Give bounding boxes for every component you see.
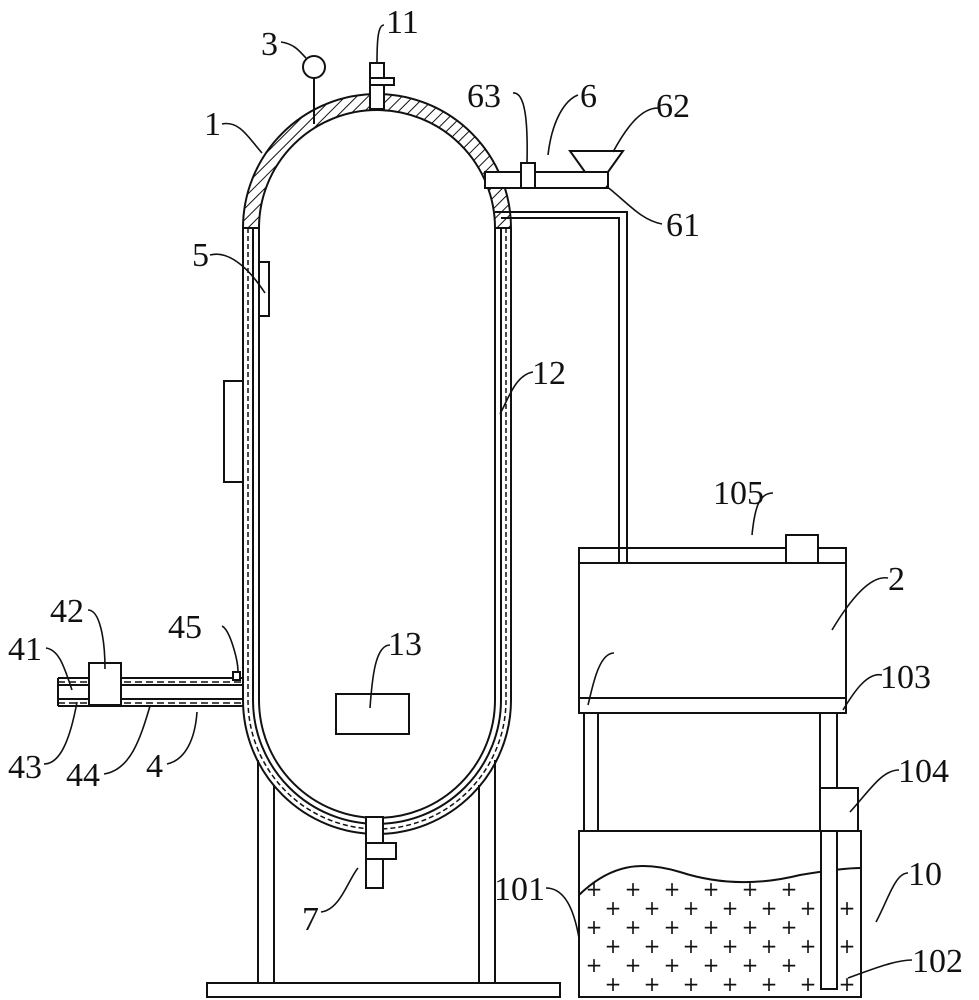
- tank-fitting: [785, 534, 819, 564]
- fill-plus-mark: +: [644, 934, 661, 958]
- label-dip-tube: 102: [912, 943, 963, 980]
- fill-plus-mark: +: [761, 934, 778, 958]
- fill-plus-mark: +: [761, 972, 778, 996]
- fill-plus-mark: +: [625, 915, 642, 939]
- base-box: ++++++++++++++++++++++++++++++++++++++++…: [578, 830, 862, 998]
- leader-lines: [43, 24, 913, 979]
- fill-plus-mark: +: [800, 972, 817, 996]
- side-pipe: [57, 662, 243, 707]
- fill-plus-mark: +: [781, 915, 798, 939]
- label-tank: 2: [888, 561, 905, 598]
- fill-plus-mark: +: [625, 877, 642, 901]
- label-vessel: 1: [204, 106, 221, 143]
- fill-plus-mark: +: [742, 877, 759, 901]
- fill-plus-mark: +: [839, 934, 856, 958]
- fill-plus-mark: +: [644, 972, 661, 996]
- label-pump: 104: [898, 753, 949, 790]
- fill-plus-mark: +: [800, 934, 817, 958]
- fill-plus-mark: +: [703, 953, 720, 977]
- label-side-panel: 5: [192, 237, 209, 274]
- pipe-valve: [88, 662, 122, 706]
- base-plate: [206, 982, 561, 998]
- fill-plus-mark: +: [664, 915, 681, 939]
- fill-plus-mark: +: [742, 915, 759, 939]
- fill-plus-mark: +: [683, 896, 700, 920]
- fill-plus-mark: +: [839, 896, 856, 920]
- inner-plate: [335, 693, 410, 735]
- fill-pattern: ++++++++++++++++++++++++++++++++++++++++…: [586, 877, 856, 996]
- label-feed-tube: 61: [666, 207, 700, 244]
- fill-plus-mark: +: [761, 896, 778, 920]
- side-mount-block: [223, 380, 244, 483]
- label-side-pipe: 4: [146, 748, 163, 785]
- fill-plus-mark: +: [722, 896, 739, 920]
- label-pipe-wall-outer: 44: [66, 757, 100, 794]
- label-tank-fitting: 105: [713, 475, 764, 512]
- reference-numerals: 1 3 11 63 6 62 61 5 12 105 2 103 104 10 …: [8, 4, 963, 980]
- label-tank-plate: 103: [880, 659, 931, 696]
- fill-plus-mark: +: [703, 877, 720, 901]
- fill-plus-mark: +: [605, 896, 622, 920]
- vessel-stand: [206, 760, 561, 998]
- fill-plus-mark: +: [664, 953, 681, 977]
- tank-legs: [583, 712, 838, 832]
- dip-tube: [820, 830, 838, 990]
- fill-plus-mark: +: [742, 953, 759, 977]
- fill-plus-mark: +: [586, 877, 603, 901]
- fill-plus-mark: +: [800, 896, 817, 920]
- fill-plus-mark: +: [605, 972, 622, 996]
- bottom-valve: [365, 816, 397, 889]
- fill-plus-mark: +: [683, 972, 700, 996]
- feed-tube: [484, 171, 609, 189]
- fill-plus-mark: +: [703, 915, 720, 939]
- tank-plate: [578, 697, 847, 714]
- label-pipe-inner: 41: [8, 631, 42, 668]
- label-feeder: 6: [580, 78, 597, 115]
- pressure-gauge: [302, 55, 326, 124]
- fill-plus-mark: +: [586, 953, 603, 977]
- fill-plus-mark: +: [683, 934, 700, 958]
- fill-plus-mark: +: [839, 972, 856, 996]
- label-inner-plate: 13: [388, 626, 422, 663]
- fill-plus-mark: +: [586, 915, 603, 939]
- label-pipe-wall-inner: 43: [8, 749, 42, 786]
- tank: [578, 534, 847, 714]
- vessel-dome-shell: [241, 93, 513, 229]
- feed-valve: [520, 162, 536, 189]
- label-gauge: 3: [261, 26, 278, 63]
- label-feed-valve: 63: [467, 78, 501, 115]
- label-jacket: 12: [532, 355, 566, 392]
- hopper: [568, 150, 625, 173]
- label-hopper: 62: [656, 88, 690, 125]
- pipe-fitting: [232, 671, 241, 681]
- feeder: [484, 150, 625, 189]
- connecting-pipe: [495, 211, 628, 548]
- label-pipe-valve: 42: [50, 593, 84, 630]
- fill-plus-mark: +: [625, 953, 642, 977]
- label-pipe-fitting: 45: [168, 609, 202, 646]
- fill-plus-mark: +: [722, 972, 739, 996]
- fill-plus-mark: +: [781, 877, 798, 901]
- side-panel: [258, 261, 270, 317]
- label-base-box: 10: [908, 856, 942, 893]
- label-bottom-valve: 7: [302, 901, 319, 938]
- label-fill-material: 101: [494, 871, 545, 908]
- fill-plus-mark: +: [605, 934, 622, 958]
- fill-plus-mark: +: [722, 934, 739, 958]
- label-top-valve: 11: [386, 4, 419, 41]
- fill-plus-mark: +: [781, 953, 798, 977]
- fill-plus-mark: +: [644, 896, 661, 920]
- fill-plus-mark: +: [664, 877, 681, 901]
